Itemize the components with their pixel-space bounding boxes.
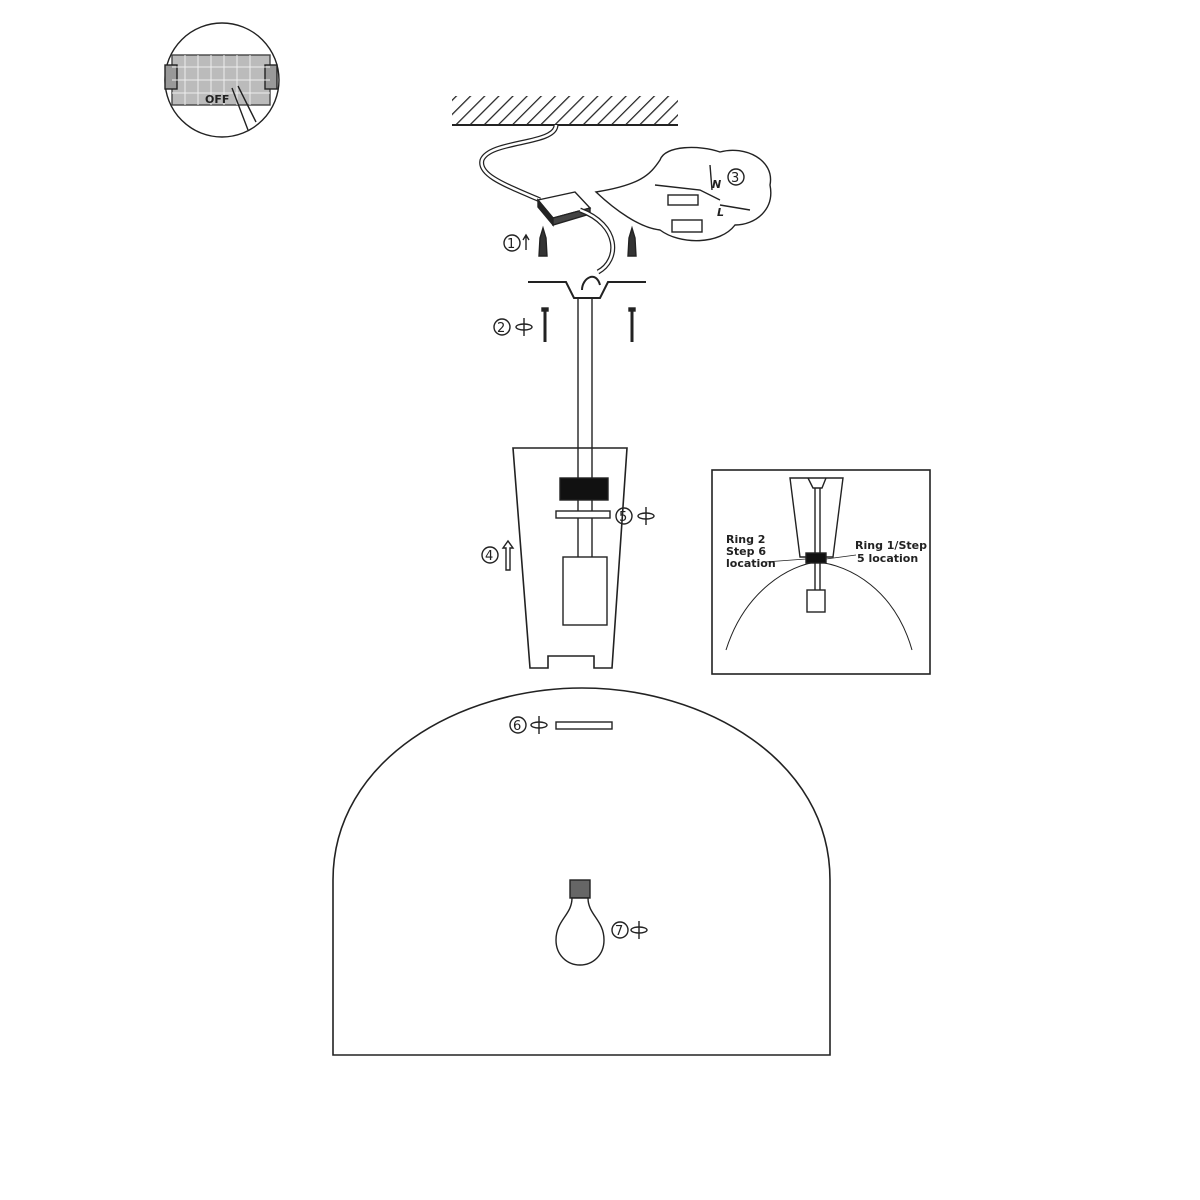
dome-shade [332, 687, 831, 1056]
ring2-location-label: location [726, 557, 776, 570]
step-4-number: 4 [485, 549, 493, 564]
ring-2 [555, 510, 611, 519]
ring1-label: Ring 1/Step [855, 539, 927, 552]
live-label: L [717, 206, 724, 219]
up-arrow-icon [501, 539, 515, 571]
step-5-number: 5 [619, 510, 627, 525]
ring-1 [559, 477, 609, 501]
off-label: OFF [205, 93, 229, 106]
step-6-number: 6 [513, 719, 521, 734]
rotate-icon [637, 507, 655, 525]
neutral-label: N [712, 178, 721, 191]
ring1-location-label: 5 location [857, 552, 918, 565]
rotate-icon [530, 716, 548, 734]
power-off-switch-illustration: OFF [164, 22, 280, 138]
rotate-icon [515, 318, 533, 336]
wall-anchor-left [538, 225, 548, 257]
step-2-number: 2 [497, 321, 505, 336]
lamp-socket [562, 556, 608, 626]
screw-left [541, 307, 549, 342]
rotate-icon [630, 921, 648, 939]
ring-location-inset: Ring 2 Step 6 location Ring 1/Step 5 loc… [711, 469, 931, 675]
step-3-number: 3 [731, 171, 739, 186]
step-7-number: 7 [615, 924, 623, 939]
screw-right [628, 307, 636, 342]
ring-2-step-6 [555, 721, 613, 730]
ring2-step-label: Step 6 [726, 545, 766, 558]
up-arrow-icon [522, 233, 530, 250]
wall-anchor-right [627, 225, 637, 257]
wiring-detail-bubble: N L 3 [594, 146, 772, 242]
ceiling [452, 96, 678, 124]
ring2-label: Ring 2 [726, 533, 765, 546]
ceiling-canopy [528, 281, 646, 299]
upper-shade [512, 447, 628, 669]
light-bulb [555, 879, 605, 966]
step-1-number: 1 [507, 237, 515, 252]
